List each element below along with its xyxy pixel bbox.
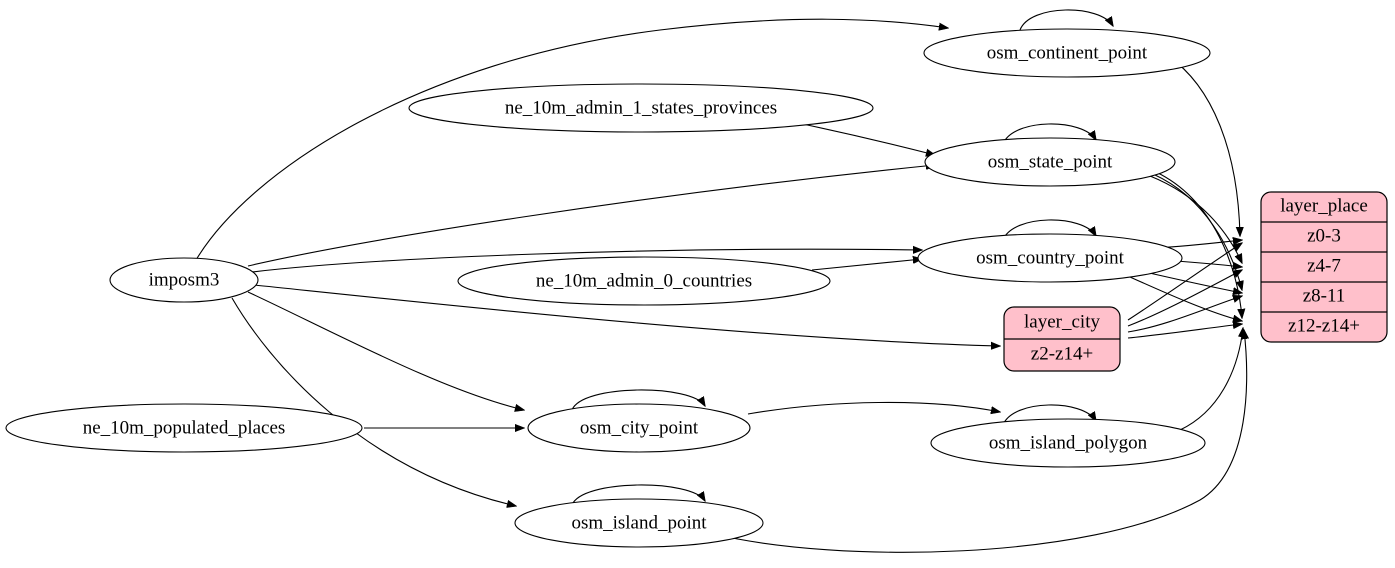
edge-layer_city-layer_place-z8_11: [1127, 296, 1242, 333]
node-osm-state-point[interactable]: osm_state_point: [924, 137, 1176, 187]
node-osm-country-point-label: osm_country_point: [976, 247, 1124, 268]
node-osm-island-polygon[interactable]: osm_island_polygon: [930, 418, 1206, 468]
layer-city-row-z2-z14[interactable]: z2-z14+: [1031, 343, 1093, 364]
node-ne-10m-populated-places[interactable]: ne_10m_populated_places: [5, 403, 363, 453]
edges-layer: [195, 9, 1247, 553]
edge-osm_continent_point-layer_place-z0_3: [1167, 55, 1240, 236]
edge-self-osm_island_polygon: [1002, 404, 1096, 426]
node-imposm3-label: imposm3: [149, 269, 220, 290]
node-osm-continent-point[interactable]: osm_continent_point: [923, 28, 1211, 78]
edge-osm_country_point-layer_place-z12_z14: [1129, 276, 1242, 321]
edge-layer_city-layer_place-z12_z14: [1127, 324, 1242, 339]
layer-place-row-z4-7[interactable]: z4-7: [1307, 255, 1341, 276]
layer-place-header: layer_place: [1280, 195, 1368, 216]
edge-osm_island_point-layer_place-z12_z14: [713, 330, 1247, 553]
node-ne-10m-admin-1-states-provinces[interactable]: ne_10m_admin_1_states_provinces: [408, 83, 874, 133]
node-osm-city-point-label: osm_city_point: [580, 417, 699, 438]
node-ne-states-label: ne_10m_admin_1_states_provinces: [505, 97, 777, 118]
node-ne-populated-label: ne_10m_populated_places: [83, 417, 286, 438]
node-osm-island-point-label: osm_island_point: [571, 512, 707, 533]
edge-osm_city_point-osm_island_polygon: [747, 401, 1000, 415]
node-ne-10m-admin-0-countries[interactable]: ne_10m_admin_0_countries: [457, 256, 831, 306]
edge-layer_city-layer_place-z4_7: [1127, 270, 1242, 327]
edge-imposm3-osm_continent_point: [195, 18, 948, 261]
edge-imposm3-osm_island_point: [231, 297, 516, 506]
edge-imposm3-osm_city_point: [247, 291, 524, 410]
edge-imposm3-layer_city: [253, 284, 1000, 346]
layer-place-row-z0-3[interactable]: z0-3: [1307, 225, 1341, 246]
edge-layer_city-layer_place-z0_3: [1127, 243, 1242, 321]
layer-place-row-z8-11[interactable]: z8-11: [1303, 285, 1346, 306]
node-imposm3[interactable]: imposm3: [109, 257, 259, 303]
node-ne-countries-label: ne_10m_admin_0_countries: [536, 270, 752, 291]
node-osm-continent-point-label: osm_continent_point: [987, 42, 1148, 63]
edge-self-osm_city_point: [571, 389, 705, 411]
edge-ne_states-osm_state_point: [797, 122, 935, 155]
edge-osm_country_point-layer_place-z8_11: [1144, 271, 1242, 293]
edge-self-osm_continent_point: [1019, 9, 1113, 31]
node-osm-island-polygon-label: osm_island_polygon: [989, 432, 1148, 453]
node-osm-island-point[interactable]: osm_island_point: [514, 498, 764, 548]
node-osm-country-point[interactable]: osm_country_point: [917, 233, 1183, 283]
node-layer-place[interactable]: layer_place z0-3 z4-7 z8-11 z12-z14+: [1260, 191, 1388, 343]
node-osm-state-point-label: osm_state_point: [988, 151, 1113, 172]
edge-self-osm_island_point: [571, 484, 705, 506]
nodes-layer: imposm3 ne_10m_admin_1_states_provinces …: [5, 28, 1211, 548]
edge-imposm3-osm_country_point: [251, 249, 922, 273]
edge-osm_state_point-layer_place-z4_7: [1149, 175, 1242, 263]
edge-self-osm_state_point: [1002, 123, 1096, 145]
edge-osm_island_polygon-layer_place-z12_z14: [1179, 328, 1243, 431]
edge-self-osm_country_point: [1002, 219, 1096, 241]
layer-place-row-z12-z14[interactable]: z12-z14+: [1288, 315, 1360, 336]
layer-city-header: layer_city: [1024, 311, 1100, 332]
node-osm-city-point[interactable]: osm_city_point: [527, 403, 751, 453]
edge-osm_country_point-layer_place-z0_3: [1155, 240, 1242, 249]
node-layer-city[interactable]: layer_city z2-z14+: [1003, 306, 1121, 372]
edge-imposm3-osm_state_point: [247, 165, 935, 267]
edge-ne_countries-osm_country_point: [811, 259, 922, 271]
